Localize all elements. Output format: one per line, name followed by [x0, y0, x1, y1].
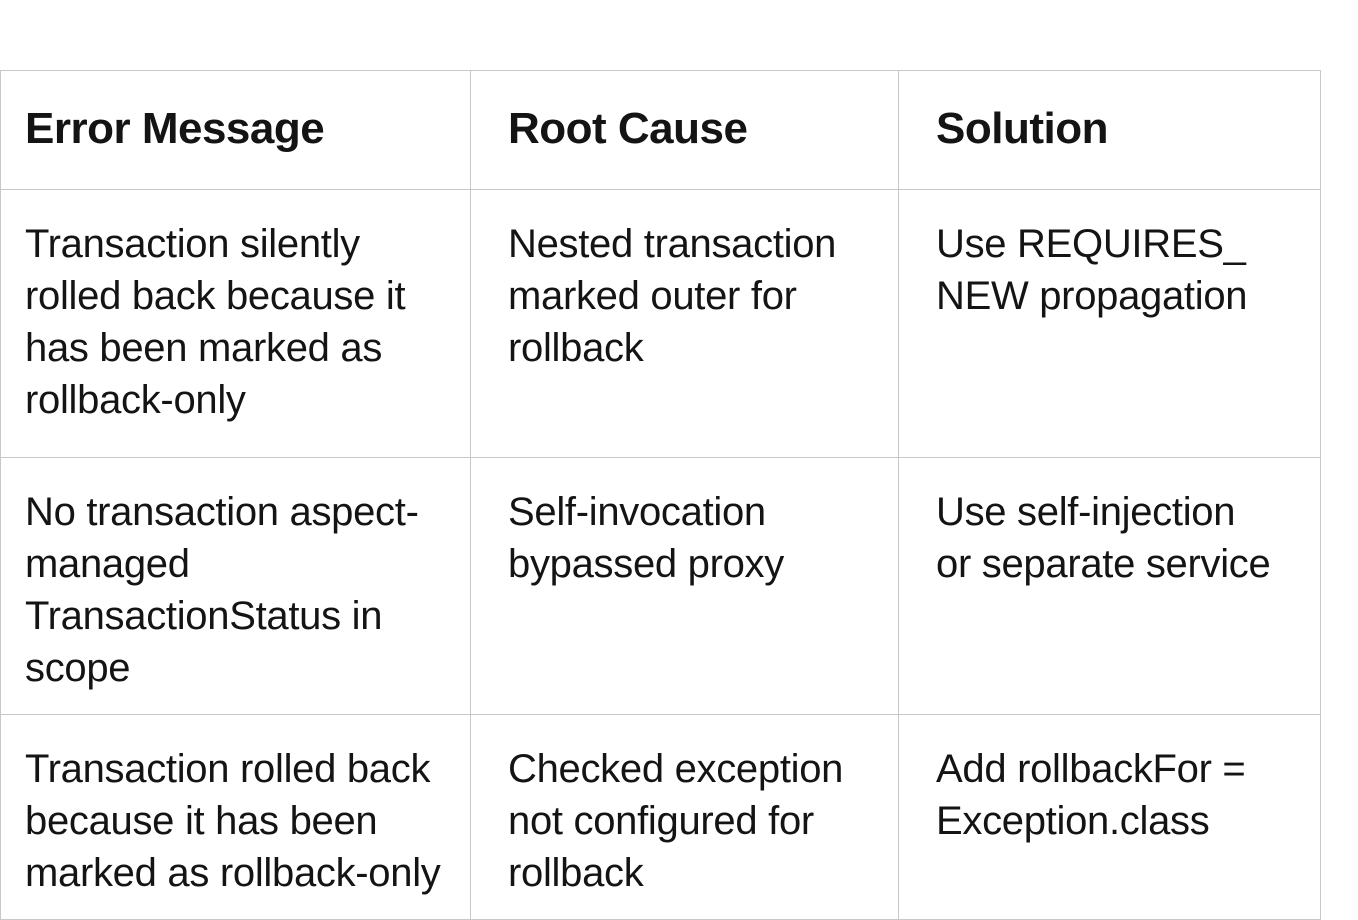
error-reference-table: Error Message Root Cause Solution Transa… — [0, 70, 1321, 920]
cell-solution: Use REQUIRES_ NEW propagation — [898, 189, 1321, 458]
cell-error-message: No transaction aspect- managed Transacti… — [0, 457, 471, 715]
page-content: Error Message Root Cause Solution Transa… — [0, 70, 1321, 920]
table-row: No transaction aspect- managed Transacti… — [0, 457, 1321, 715]
table-row: Transaction silently rolled back because… — [0, 189, 1321, 458]
cell-error-message: Transaction rolled back because it has b… — [0, 714, 471, 920]
table-row: Transaction rolled back because it has b… — [0, 714, 1321, 920]
column-header-error-message: Error Message — [0, 70, 471, 190]
cell-solution: Add rollbackFor = Exception.class — [898, 714, 1321, 920]
cell-root-cause: Self-invocation bypassed proxy — [470, 457, 899, 715]
column-header-root-cause: Root Cause — [470, 70, 899, 190]
cell-root-cause: Checked exception not configured for rol… — [470, 714, 899, 920]
cell-root-cause: Nested transaction marked outer for roll… — [470, 189, 899, 458]
cell-solution: Use self-injection or separate service — [898, 457, 1321, 715]
column-header-solution: Solution — [898, 70, 1321, 190]
table-header-row: Error Message Root Cause Solution — [0, 70, 1321, 190]
cell-error-message: Transaction silently rolled back because… — [0, 189, 471, 458]
